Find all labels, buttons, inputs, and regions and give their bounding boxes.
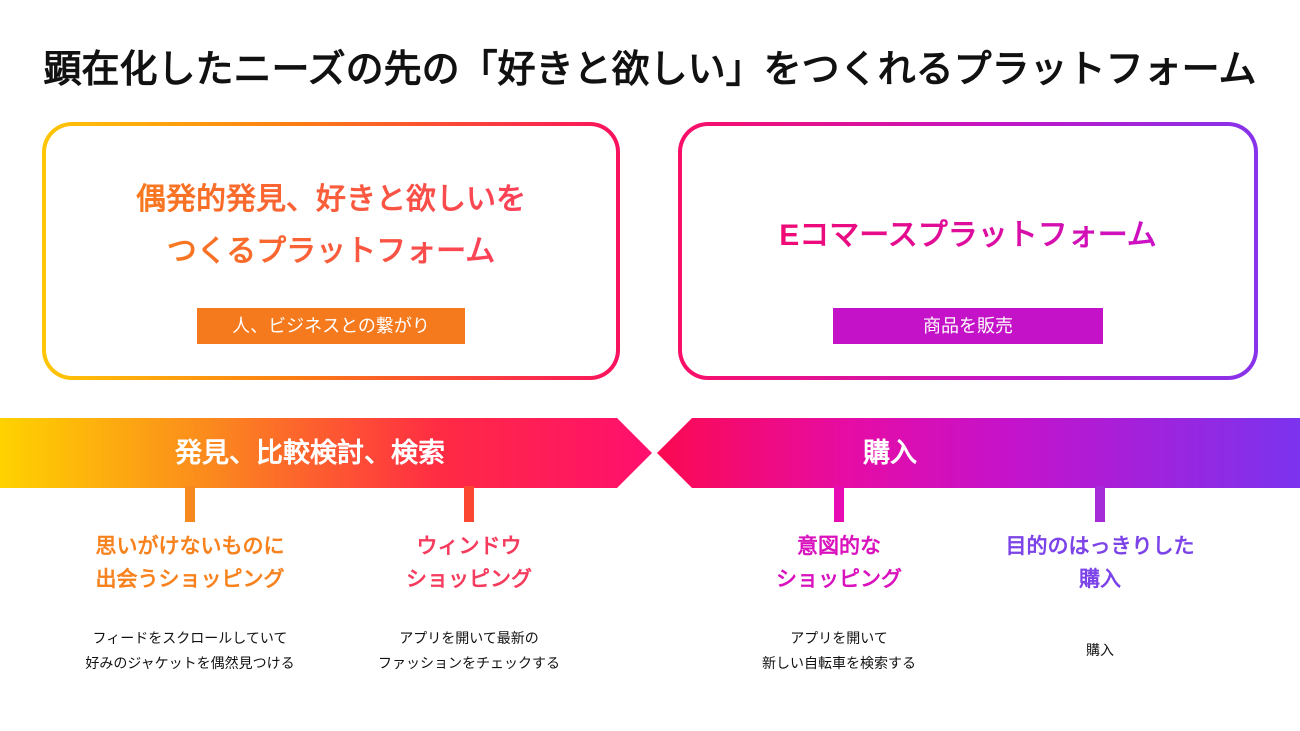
page-title: 顕在化したニーズの先の「好きと欲しい」をつくれるプラットフォーム: [43, 49, 1257, 91]
discovery-platform-card: 偶発的発見、好きと欲しいを つくるプラットフォーム 人、ビジネスとの繋がり: [42, 122, 620, 380]
column-heading-line: 思いがけないものに: [95, 535, 285, 558]
column-desc-line: フィードをスクロールしていて: [92, 630, 288, 646]
column-desc-window-shopping: アプリを開いて最新の ファッションをチェックする: [378, 626, 560, 676]
purchase-band-arrow: [657, 418, 1300, 488]
tick-line-intentional: [834, 486, 844, 522]
journey-bands: 発見、比較検討、検索 購入: [0, 418, 1300, 488]
column-heading-serendipity: 思いがけないものに 出会うショッピング: [96, 530, 285, 596]
tick-line-serendipity: [185, 486, 195, 522]
column-heading-intentional: 意図的な ショッピング: [776, 530, 902, 596]
ecommerce-platform-card-inner: Eコマースプラットフォーム 商品を販売: [682, 126, 1254, 376]
discovery-platform-card-inner: 偶発的発見、好きと欲しいを つくるプラットフォーム 人、ビジネスとの繋がり: [46, 126, 616, 376]
column-heading-line: 出会うショッピング: [95, 568, 285, 591]
column-desc-line: 好みのジャケットを偶然見つける: [85, 655, 295, 671]
column-heading-line: ショッピング: [406, 568, 532, 591]
column-heading-line: 意図的な: [797, 535, 881, 558]
column-desc-line: 購入: [1086, 642, 1114, 658]
column-desc-purposeful: 購入: [1086, 638, 1114, 663]
ecommerce-platform-card: Eコマースプラットフォーム 商品を販売: [678, 122, 1258, 380]
tick-line-window-shopping: [464, 486, 474, 522]
column-heading-line: 購入: [1079, 568, 1121, 591]
ecommerce-card-heading-line: Eコマースプラットフォーム: [779, 210, 1157, 262]
tick-line-purposeful: [1095, 486, 1105, 522]
column-desc-line: ファッションをチェックする: [378, 655, 560, 671]
column-heading-line: 目的のはっきりした: [1005, 535, 1195, 558]
sell-products-badge: 商品を販売: [833, 308, 1103, 344]
column-desc-line: 新しい自転車を検索する: [762, 655, 916, 671]
discovery-card-heading-line1: 偶発的発見、好きと欲しいを: [136, 174, 526, 226]
column-desc-intentional: アプリを開いて 新しい自転車を検索する: [762, 626, 916, 676]
column-desc-line: アプリを開いて最新の: [399, 630, 539, 646]
column-desc-serendipity: フィードをスクロールしていて 好みのジャケットを偶然見つける: [85, 626, 294, 676]
ecommerce-card-heading: Eコマースプラットフォーム: [682, 210, 1254, 262]
connection-badge: 人、ビジネスとの繋がり: [197, 308, 465, 344]
column-heading-line: ウィンドウ: [416, 535, 522, 558]
column-heading-window-shopping: ウィンドウ ショッピング: [406, 530, 532, 596]
column-heading-purposeful: 目的のはっきりした 購入: [1006, 530, 1195, 596]
purchase-band-label: 購入: [863, 438, 917, 468]
discovery-band-label: 発見、比較検討、検索: [175, 438, 445, 468]
discovery-card-heading-line2: つくるプラットフォーム: [167, 226, 496, 278]
discovery-card-heading: 偶発的発見、好きと欲しいを つくるプラットフォーム: [46, 174, 616, 278]
column-heading-line: ショッピング: [776, 568, 902, 591]
column-desc-line: アプリを開いて: [790, 630, 888, 646]
discovery-band-arrow: [0, 418, 652, 488]
